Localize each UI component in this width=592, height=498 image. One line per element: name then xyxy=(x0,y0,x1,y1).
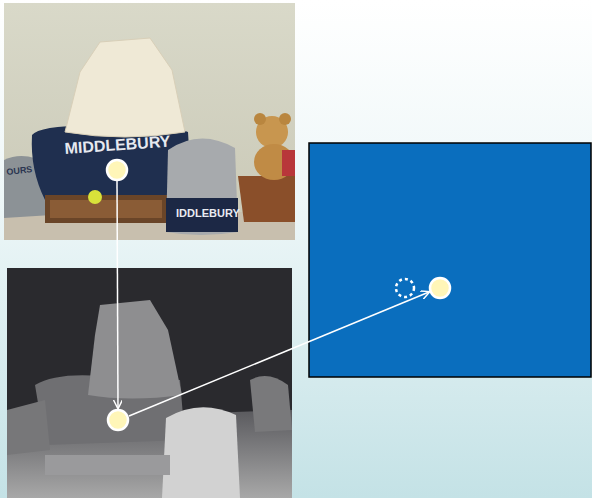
point-marker xyxy=(430,278,450,298)
point-marker xyxy=(108,410,128,430)
space-panel xyxy=(309,143,591,377)
depth-map xyxy=(7,268,292,498)
photo xyxy=(4,3,295,240)
projection-arrow xyxy=(129,292,429,416)
photo-text: IDDLEBURY xyxy=(176,208,240,219)
projection-arrow xyxy=(117,181,118,408)
dashed-point xyxy=(396,279,414,297)
point-marker xyxy=(107,160,127,180)
